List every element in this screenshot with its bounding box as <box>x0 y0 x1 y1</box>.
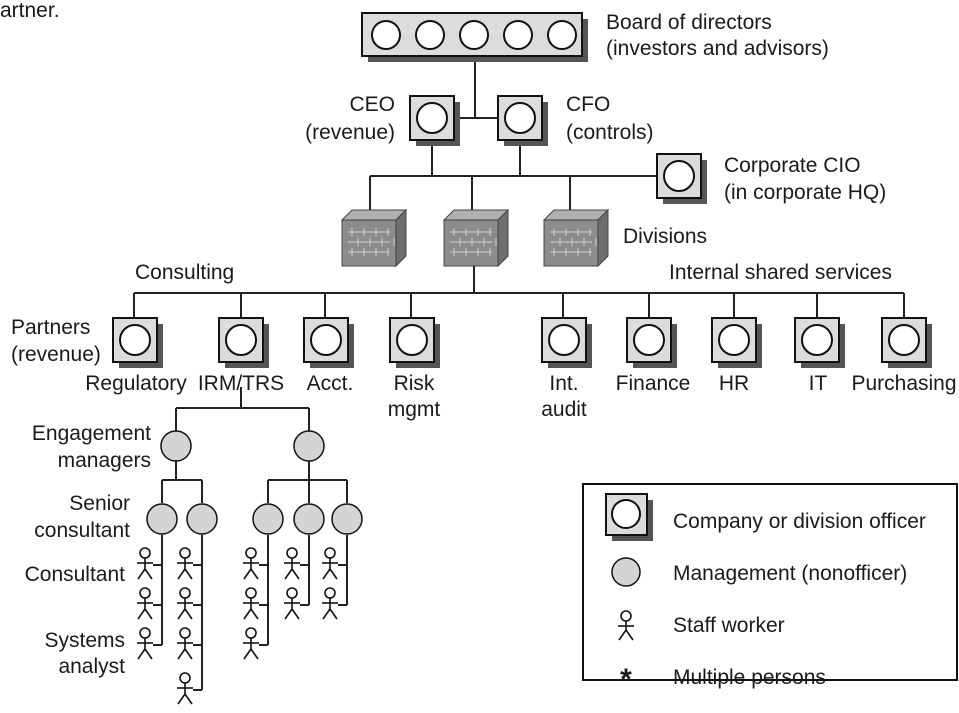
role-analyst-line2: analyst <box>58 655 125 678</box>
staff-worker-6 <box>177 672 193 705</box>
cio-label-line1: Corporate CIO <box>724 154 861 177</box>
legend-staff-label: Staff worker <box>673 614 785 637</box>
partners-label-line1: Partners <box>11 316 90 339</box>
unit-officer-box-hr <box>711 317 762 368</box>
legend-multiple-label: Multiple persons <box>673 666 826 689</box>
ceo-officer-box <box>409 95 460 146</box>
divisions-label: Divisions <box>623 225 707 248</box>
consulting-unit-label-0: Regulatory <box>85 372 187 395</box>
unit-officer-box-risk-mgmt <box>389 317 440 368</box>
legend: Company or division officer Management (… <box>582 483 958 696</box>
engagement-manager-right <box>293 430 325 462</box>
legend-multiple-icon: * <box>620 663 632 696</box>
staff-worker-12 <box>322 547 338 580</box>
shared-unit-label-2: HR <box>719 372 749 395</box>
staff-worker-7 <box>243 547 259 580</box>
unit-officer-box-it <box>794 317 845 368</box>
senior-consultant-3 <box>252 503 284 535</box>
header-fragment: artner. <box>0 0 60 22</box>
staff-worker-5 <box>177 627 193 660</box>
staff-worker-13 <box>322 587 338 620</box>
engagement-manager-left <box>160 430 192 462</box>
role-senior-line2: consultant <box>34 519 130 542</box>
consulting-label: Consulting <box>135 261 234 284</box>
division-cube-2 <box>442 208 510 268</box>
shared-unit-label-1: Finance <box>616 372 691 395</box>
consulting-unit-label2-3: mgmt <box>388 398 441 421</box>
role-engagement-line1: Engagement <box>32 422 151 445</box>
staff-worker-1 <box>137 587 153 620</box>
unit-officer-box-acct <box>303 317 354 368</box>
role-consultant: Consultant <box>25 563 126 586</box>
unit-officer-box-int-audit <box>541 317 592 368</box>
shared-services-label: Internal shared services <box>669 261 892 284</box>
staff-worker-10 <box>284 547 300 580</box>
division-cube-1 <box>340 208 408 268</box>
role-analyst-line1: Systems <box>44 629 125 652</box>
partners-officer-box <box>112 317 163 368</box>
senior-consultant-5 <box>331 503 363 535</box>
shared-unit-label-4: Purchasing <box>851 372 956 395</box>
board-label-line1: Board of directors <box>606 11 772 34</box>
staff-worker-4 <box>177 587 193 620</box>
shared-unit-label-0: Int. <box>549 372 578 395</box>
consulting-unit-label-2: Acct. <box>307 372 354 395</box>
cfo-officer-box <box>497 95 548 146</box>
board-label-line2: (investors and advisors) <box>606 37 829 60</box>
staff-worker-0 <box>137 547 153 580</box>
senior-consultant-4 <box>293 503 325 535</box>
unit-officer-box-finance <box>626 317 677 368</box>
staff-worker-2 <box>137 627 153 660</box>
legend-management-label: Management (nonofficer) <box>673 562 907 585</box>
staff-worker-9 <box>243 627 259 660</box>
shared-unit-label-3: IT <box>809 372 828 395</box>
staff-worker-3 <box>177 547 193 580</box>
shared-unit-label2-0: audit <box>541 398 587 421</box>
connector-lines <box>133 58 905 691</box>
ceo-label-line1: CEO <box>349 93 395 116</box>
cio-officer-box <box>656 153 707 204</box>
legend-officer-label: Company or division officer <box>673 510 926 533</box>
unit-officer-box-irm-trs <box>218 317 269 368</box>
cio-label-line2: (in corporate HQ) <box>724 181 886 204</box>
staff-worker-8 <box>243 587 259 620</box>
consulting-unit-label-1: IRM/TRS <box>198 372 284 395</box>
unit-officer-box-purchasing <box>881 317 932 368</box>
division-cube-3 <box>542 208 610 268</box>
legend-management-icon <box>611 557 641 587</box>
role-engagement-line2: managers <box>58 449 151 472</box>
legend-staff-icon <box>618 610 634 641</box>
staff-worker-11 <box>284 587 300 620</box>
partners-label-line2: (revenue) <box>11 343 101 366</box>
consulting-unit-label-3: Risk <box>394 372 435 395</box>
cfo-label-line1: CFO <box>566 93 610 116</box>
ceo-label-line2: (revenue) <box>305 121 395 144</box>
board-of-directors <box>361 12 588 62</box>
senior-consultant-2 <box>186 503 218 535</box>
senior-consultant-1 <box>146 503 178 535</box>
legend-officer-icon <box>605 493 653 541</box>
role-senior-line1: Senior <box>69 492 130 515</box>
cfo-label-line2: (controls) <box>566 121 654 144</box>
